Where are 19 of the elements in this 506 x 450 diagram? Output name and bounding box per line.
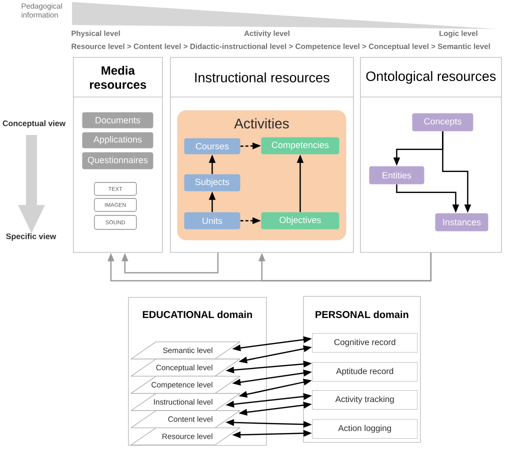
process-box: Courses	[184, 138, 240, 154]
concept-box: Entities	[369, 166, 424, 184]
process-box: Competencies	[261, 137, 340, 154]
concept-box: Instances	[435, 213, 488, 232]
process-box: Units	[184, 212, 240, 230]
record-box: Activity tracking	[312, 390, 418, 410]
concept-box: Concepts	[412, 113, 474, 132]
view-label: Specific view	[6, 233, 56, 241]
record-box: Aptitude record	[312, 362, 418, 382]
category-box: Questionnaires	[82, 152, 154, 170]
view-label: Conceptual view	[2, 120, 66, 128]
category-box: Applications	[82, 132, 154, 148]
category-box: Documents	[82, 112, 154, 128]
record-box: Cognitive record	[312, 333, 418, 353]
process-box: Subjects	[184, 174, 240, 192]
arrow	[121, 252, 219, 274]
process-box: Objectives	[261, 212, 340, 230]
record-box: Action logging	[312, 419, 418, 439]
arrow	[258, 252, 432, 282]
